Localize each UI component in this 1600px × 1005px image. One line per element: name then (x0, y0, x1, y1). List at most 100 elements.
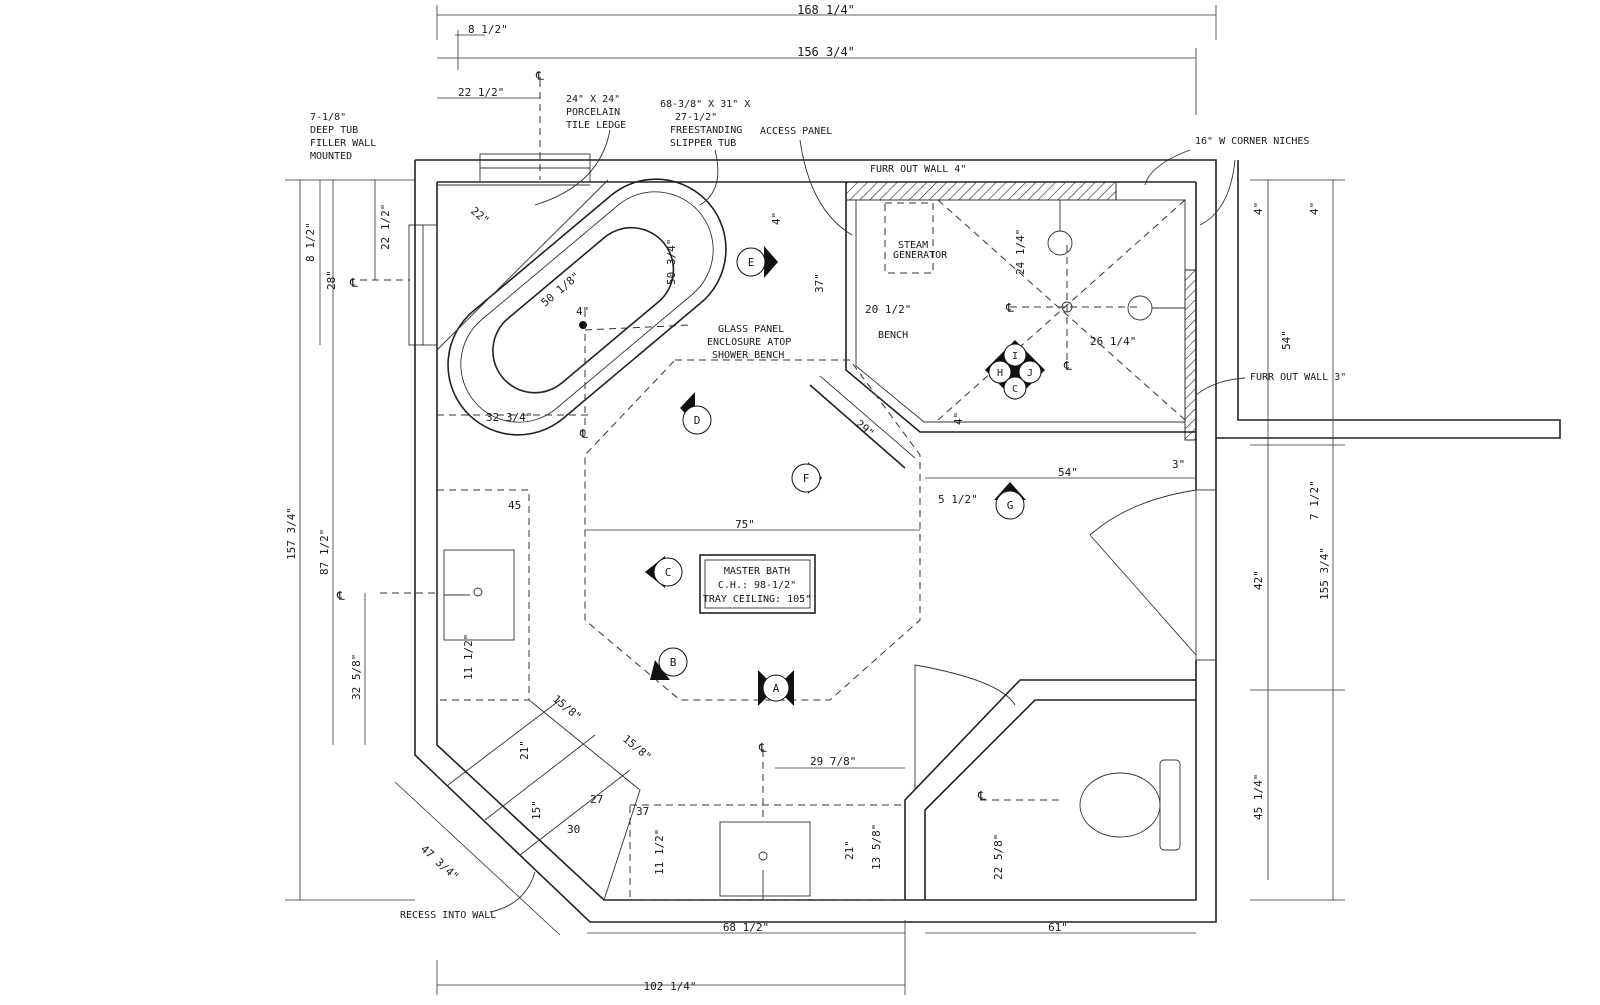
marker-a: A (758, 670, 794, 706)
tray-ceiling-outline: MASTER BATH C.H.: 98-1/2" TRAY CEILING: … (584, 359, 921, 701)
dim-bench-width: 20 1/2" (865, 303, 911, 316)
marker-c: C (645, 556, 683, 588)
svg-text:G: G (1007, 499, 1014, 512)
dim-right-45: 45 1/4" (1252, 774, 1265, 820)
corner-30: 30 (567, 823, 580, 836)
marker-f: F (791, 462, 822, 494)
corner-diag: 47 3/4" (418, 843, 461, 884)
room-tray-ceiling: TRAY CEILING: 105" (703, 594, 811, 605)
corner-15: 15" (530, 800, 543, 820)
svg-text:B: B (670, 656, 677, 669)
svg-text:I: I (1012, 351, 1018, 362)
recess-label: RECESS INTO WALL (400, 910, 496, 921)
dim-left-tub-22: 22 1/2" (379, 204, 392, 250)
ledge-2: PORCELAIN (566, 107, 620, 118)
centerline-wc: ℄ (977, 789, 986, 803)
slipper-4: SLIPPER TUB (670, 138, 736, 149)
sink2-13: 13 5/8" (870, 824, 883, 870)
sink2-21: 21" (843, 840, 856, 860)
dim-center-75: 75" (735, 518, 755, 531)
ledge-3: TILE LEDGE (566, 120, 626, 131)
tub-filler-1: 7-1/8" (310, 112, 346, 123)
left-vanity: 45 11 1/2" (380, 489, 530, 701)
dim-tub-angle: 22" (468, 204, 492, 227)
marker-e: E (736, 246, 778, 278)
dim-tub-len: 50 1/8" (539, 270, 583, 310)
centerline-shower-b: ℄ (1063, 359, 1072, 373)
dim-top-left-small: 8 1/2" (468, 23, 508, 36)
right-dimensions: 155 3/4" 54" 4" 4" 7 1/2" 42" 45 1/4" (1250, 179, 1345, 901)
marker-b: B (650, 647, 688, 680)
access-panel-label: ACCESS PANEL (760, 126, 832, 137)
corner-21: 21" (518, 740, 531, 760)
water-closet: 22 5/8" (904, 664, 1196, 900)
dim-right-7: 7 1/2" (1308, 480, 1321, 520)
tub-filler-4: MOUNTED (310, 151, 352, 162)
dim-top-inner: 156 3/4" (797, 45, 855, 59)
slipper-2: 27-1/2" (675, 112, 717, 123)
marker-cluster: I H J C (985, 340, 1045, 400)
corner-15b: 15/8" (620, 732, 654, 763)
room-title: MASTER BATH (724, 566, 790, 577)
centerline-tub-top: ℄ (535, 69, 544, 83)
vanity-left-11: 11 1/2" (462, 634, 475, 680)
bench-label: BENCH (878, 330, 908, 341)
top-dimensions: 168 1/4" 156 3/4" 8 1/2" 22 1/2" ℄ (436, 3, 1217, 180)
corner-37: 37 (636, 805, 649, 818)
marker-g: G (994, 482, 1026, 520)
furr-out-3-label: FURR OUT WALL 3" (1250, 372, 1346, 383)
shower-enclosure (809, 181, 1217, 661)
dim-top-overall: 168 1/4" (797, 3, 855, 17)
dim-left-tub-top: 8 1/2" (304, 222, 317, 262)
steam-2: GENERATOR (893, 250, 948, 261)
dim-shower-54: 54" (1058, 466, 1078, 479)
left-dimensions: 157 3/4" 87 1/2" 32 5/8" ℄ 8 1/2" 28" 22… (285, 112, 415, 901)
dim-right-42: 42" (1252, 570, 1265, 590)
svg-text:H: H (997, 368, 1003, 379)
tub-filler-2: DEEP TUB (310, 125, 358, 136)
svg-text:D: D (694, 414, 701, 427)
centerline-left-tub: ℄ (349, 276, 358, 290)
dim-bottom-102: 102 1/4" (644, 980, 697, 993)
corner-27: 27 (590, 793, 603, 806)
svg-text:J: J (1027, 368, 1033, 379)
svg-text:F: F (803, 472, 810, 485)
sink2-29: 29 7/8" (810, 755, 856, 768)
dim-shower-4: 4" (770, 212, 783, 225)
dim-bench-depth: 37" (813, 273, 826, 293)
corner-niches-label: 16" W CORNER NICHES (1195, 136, 1309, 147)
steam-1: STEAM (898, 240, 928, 251)
dim-bottom-68: 68 1/2" (723, 921, 769, 934)
dim-tub-width: 50 3/4" (665, 239, 678, 285)
svg-text:A: A (773, 682, 780, 695)
bottom-vanity: 29 7/8" 11 1/2" 21" 13 5/8" (629, 750, 906, 901)
bottom-dimensions: 68 1/2" 61" 102 1/4" (436, 920, 1196, 995)
ledge-1: 24" X 24" (566, 94, 620, 105)
dim-shower-head: 24 1/4" (1014, 229, 1027, 275)
dim-shower-4-side: 4" (952, 412, 965, 425)
svg-text:E: E (748, 256, 755, 269)
dim-tub-diag: 32 3/4" (486, 411, 532, 424)
glass-3: SHOWER BENCH (712, 350, 784, 361)
dim-right-4b: 4" (1308, 202, 1321, 215)
dim-right-4a: 4" (1252, 202, 1265, 215)
marker-d: D (680, 392, 712, 435)
dim-tub-4: 4" (576, 305, 589, 318)
dim-left-mid: 87 1/2" (318, 529, 331, 575)
callouts: 24" X 24" PORCELAIN TILE LEDGE 68-3/8" X… (534, 94, 1346, 396)
dim-glass-29: 29" (853, 417, 877, 440)
centerline-shower: ℄ (1005, 301, 1014, 315)
sink2-11: 11 1/2" (653, 829, 666, 875)
slipper-3: FREESTANDING (670, 125, 742, 136)
dim-bottom-61: 61" (1048, 921, 1068, 934)
dim-shower-3: 3" (1172, 458, 1185, 471)
dim-right-54: 54" (1280, 330, 1293, 350)
tub-filler-3: FILLER WALL (310, 138, 376, 149)
corner-seat: 21" 15" 27 30 37 15/8" 15/8" 47 3/4" REC… (394, 692, 654, 936)
svg-text:C: C (1012, 384, 1018, 395)
freestanding-tub (436, 178, 727, 436)
vanity-left-45: 45 (508, 499, 521, 512)
dim-shower-side: 26 1/4" (1090, 335, 1136, 348)
